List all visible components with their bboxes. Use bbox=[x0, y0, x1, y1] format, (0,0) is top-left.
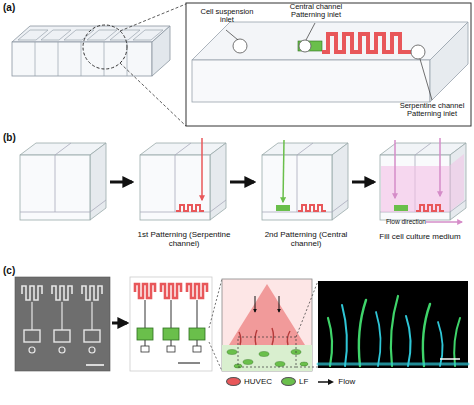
panel-label: (b) bbox=[3, 132, 27, 143]
step-label: 2nd Patterning (Central channel) bbox=[256, 231, 356, 249]
legend: HUVEC LF Flow bbox=[226, 377, 364, 386]
flow-label: Flow direction bbox=[378, 218, 426, 225]
legend-text: Flow bbox=[338, 377, 355, 386]
panel-label: (c) bbox=[3, 265, 27, 276]
step-label: 1st Patterning (Serpentine channel) bbox=[134, 231, 234, 249]
flow-arrow-sample bbox=[317, 378, 335, 386]
inlet-label: Serpentine channel Patterning inlet bbox=[394, 102, 470, 119]
legend-item: LF bbox=[281, 377, 308, 386]
inlet-label: Cell suspension inlet bbox=[196, 8, 258, 25]
panel-label: (a) bbox=[3, 2, 27, 13]
step-label: Fill cell culture medium bbox=[366, 233, 474, 242]
legend-text: LF bbox=[299, 377, 308, 386]
legend-swatch bbox=[281, 377, 296, 386]
legend-item: Flow bbox=[317, 377, 355, 386]
inlet-label: Central channel Patterning inlet bbox=[282, 3, 350, 20]
legend-swatch bbox=[226, 377, 241, 386]
legend-item: HUVEC bbox=[226, 377, 272, 386]
legend-text: HUVEC bbox=[244, 377, 272, 386]
